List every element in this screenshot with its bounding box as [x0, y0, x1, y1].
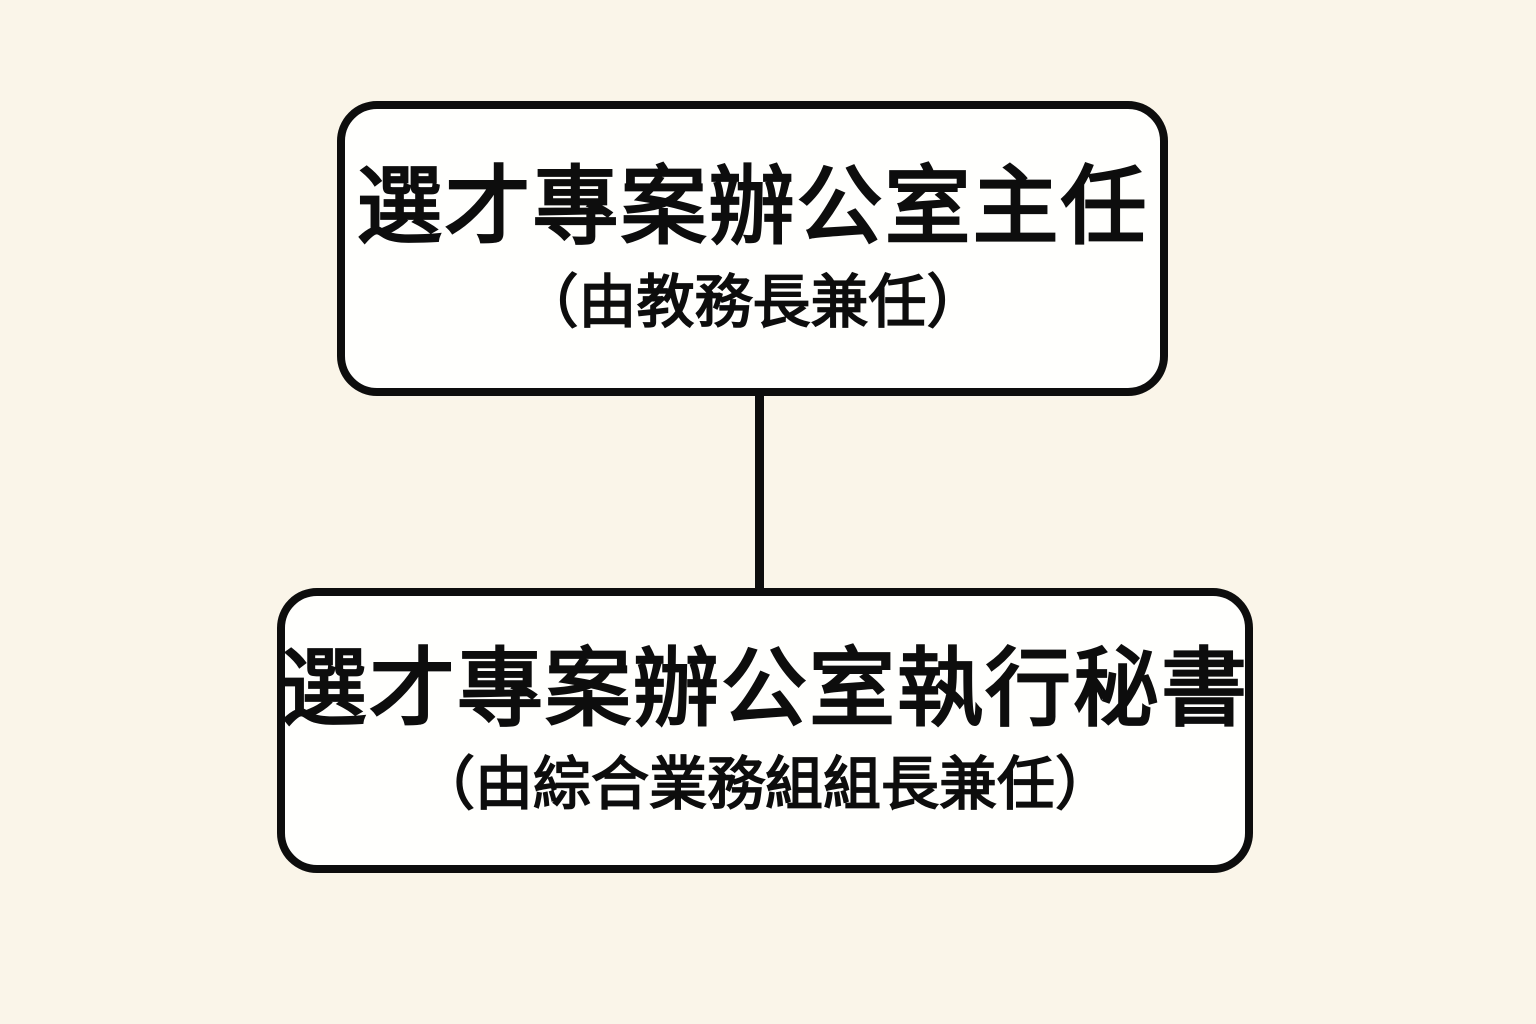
org-node-executive-secretary: 選才專案辦公室執行秘書 （由綜合業務組組長兼任） [277, 588, 1253, 873]
executive-secretary-subtitle: （由綜合業務組組長兼任） [416, 752, 1113, 818]
director-subtitle: （由教務長兼任） [520, 270, 985, 336]
org-node-director: 選才專案辦公室主任 （由教務長兼任） [337, 101, 1168, 396]
connector-line [755, 390, 764, 594]
executive-secretary-title: 選才專案辦公室執行秘書 [281, 640, 1249, 737]
director-title: 選才專案辦公室主任 [356, 158, 1149, 255]
